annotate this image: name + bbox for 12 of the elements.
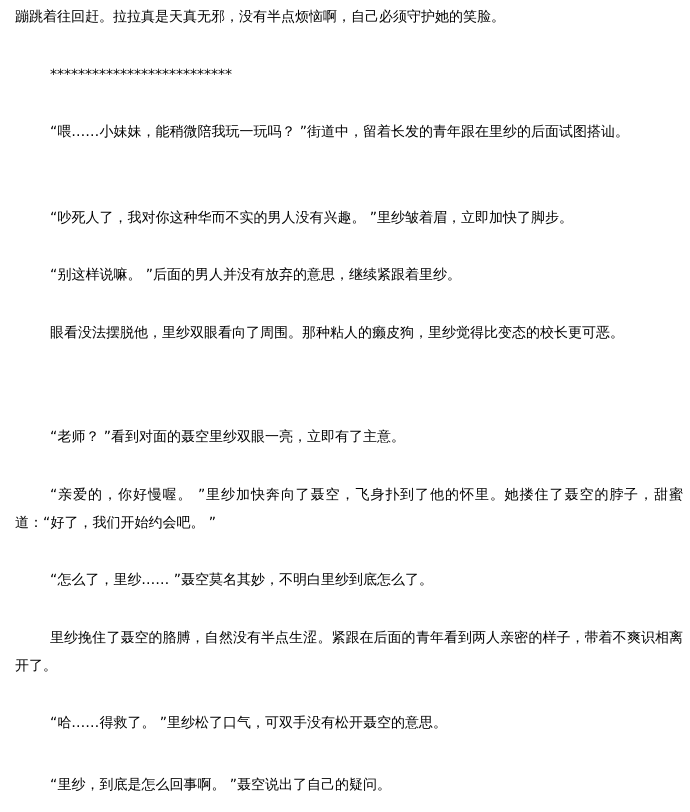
paragraph: “哈……得救了。 ”里纱松了口气，可双手没有松开聂空的意思。 <box>49 714 448 733</box>
paragraph: “别这样说嘛。 ”后面的男人并没有放弃的意思，继续紧跟着里纱。 <box>49 266 462 285</box>
paragraph: 里纱挽住了聂空的胳膊，自然没有半点生涩。紧跟在后面的青年看到两人亲密的样子，带着不爽识相离开了。 <box>15 629 683 676</box>
paragraph: “亲爱的，你好慢喔。 ”里纱加快奔向了聂空，飞身扑到了他的怀里。她搂住了聂空的脖子，甜蜜道：“好了，我们开始约会吧。 ” <box>15 486 683 533</box>
paragraph: “老师？ ”看到对面的聂空里纱双眼一亮，立即有了主意。 <box>49 428 406 447</box>
paragraph: 眼看没法摆脱他，里纱双眼看向了周围。那种粘人的癞皮狗，里纱觉得比变态的校长更可恶。 <box>49 324 625 343</box>
paragraph: “喂……小妹妹，能稍微陪我玩一玩吗？ ”街道中，留着长发的青年跟在里纱的后面试图搭讪。 <box>49 123 630 142</box>
paragraph: “怎么了，里纱…… ”聂空莫名其妙，不明白里纱到底怎么了。 <box>49 571 434 590</box>
scene-break: ************************** <box>49 66 232 85</box>
paragraph: 蹦跳着往回赶。拉拉真是天真无邪，没有半点烦恼啊，自己必须守护她的笑脸。 <box>15 8 506 27</box>
paragraph: “里纱，到底是怎么回事啊。 ”聂空说出了自己的疑问。 <box>49 776 392 795</box>
paragraph: “吵死人了，我对你这种华而不实的男人没有兴趣。 ”里纱皱着眉，立即加快了脚步。 <box>49 209 574 228</box>
